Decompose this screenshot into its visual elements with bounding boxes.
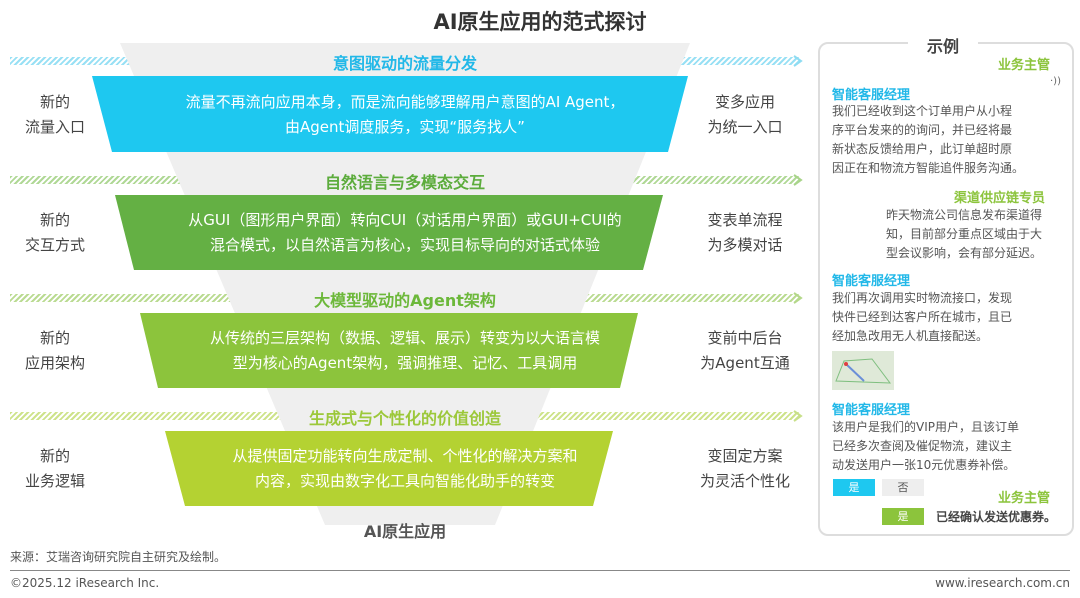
right-label: 变固定方案为灵活个性化 [699, 447, 790, 490]
message: 该用户是我们的VIP用户，且该订单已经多次查阅及催促物流，建议主动发送用户一张1… [832, 420, 1019, 472]
layer-description: 流量不再流向应用本身，而是流向能够理解用户意图的AI Agent，由Agent调… [185, 93, 625, 136]
band-3 [140, 313, 638, 388]
yes-button-confirmed[interactable]: 是 [882, 508, 924, 525]
layer-heading: 大模型驱动的Agent架构 [314, 291, 496, 310]
right-label: 变多应用为统一入口 [707, 93, 783, 136]
yes-button[interactable]: 是 [833, 479, 875, 496]
left-label: 新的业务逻辑 [24, 447, 85, 490]
layer-description: 从传统的三层架构（数据、逻辑、展示）转变为以大语言模型为核心的Agent架构，强… [209, 329, 600, 372]
funnel-diagram [92, 43, 803, 525]
arrow-icon [793, 292, 803, 304]
role-supervisor: 业务主管 [998, 58, 1051, 73]
source-note: 来源：艾瑞咨询研究院自主研究及绘制。 [10, 550, 227, 564]
footer-divider [10, 570, 1070, 571]
left-label: 新的应用架构 [24, 329, 85, 372]
role-agent: 智能客服经理 [832, 88, 911, 103]
right-label: 变前中后台为Agent互通 [700, 329, 790, 372]
funnel-background [120, 43, 690, 525]
role-supervisor: 业务主管 [998, 491, 1051, 506]
copyright: ©2025.12 iResearch Inc. [10, 576, 160, 590]
message: 昨天物流公司信息发布渠道得知，目前部分重点区域由于大型会议影响，会有部分延迟。 [886, 208, 1043, 260]
page-title: AI原生应用的范式探讨 [433, 10, 647, 34]
map-thumbnail [832, 351, 894, 390]
role-agent: 智能客服经理 [832, 274, 911, 289]
no-button[interactable]: 否 [882, 479, 924, 496]
role-agent: 智能客服经理 [832, 403, 911, 418]
band-2 [115, 195, 663, 270]
layer-description: 从GUI（图形用户界面）转向CUI（对话用户界面）或GUI+CUI的混合模式，以… [188, 211, 622, 254]
confirm-text: 已经确认发送优惠券。 [936, 510, 1057, 524]
arrow-icon [793, 55, 803, 67]
message: 我们已经收到这个订单用户从小程序平台发来的的询问，并已经将最新状态反馈给用户，此… [832, 104, 1025, 175]
funnel-bottom-label: AI原生应用 [363, 522, 447, 541]
layer-description: 从提供固定功能转向生成定制、个性化的解决方案和内容，实现由数字化工具向智能化助手… [232, 447, 578, 490]
website: www.iresearch.com.cn [935, 576, 1070, 590]
layer-heading: 生成式与个性化的价值创造 [308, 409, 501, 428]
layer-heading: 自然语言与多模态交互 [324, 173, 485, 192]
layer-heading: 意图驱动的流量分发 [332, 54, 477, 73]
arrow-icon [793, 174, 803, 186]
role-channel: 渠道供应链专员 [954, 191, 1046, 206]
right-label: 变表单流程为多模对话 [707, 211, 783, 254]
voice-icon: ·)) [1050, 76, 1061, 87]
arrow-icon [793, 410, 803, 422]
band-4 [165, 431, 613, 506]
example-title: 示例 [908, 33, 978, 57]
left-label: 新的流量入口 [24, 93, 85, 136]
message: 我们再次调用实时物流接口，发现快件已经到达客户所在城市，且已经加急改用无人机直接… [832, 291, 1013, 343]
band-1 [92, 76, 688, 152]
left-label: 新的交互方式 [24, 211, 85, 254]
